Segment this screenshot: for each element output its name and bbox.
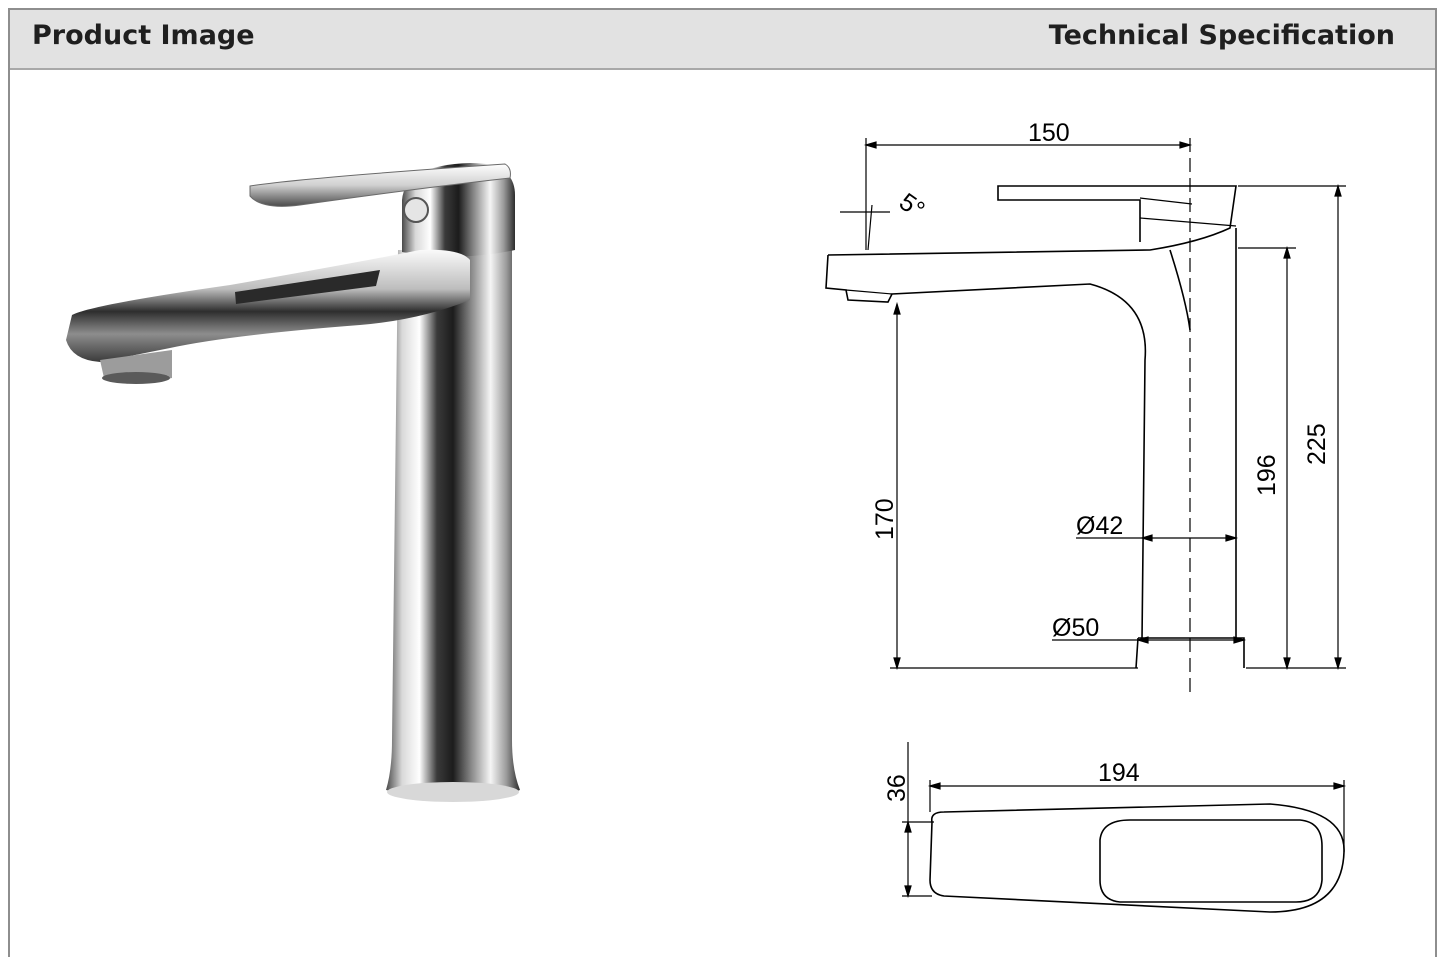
dim-spout-reach: 150 bbox=[1028, 119, 1070, 147]
faucet-lever bbox=[249, 163, 511, 207]
dim-body-diameter: Ø42 bbox=[1076, 512, 1123, 540]
dim-spout-height: 196 bbox=[1253, 454, 1281, 496]
technical-specification-heading: Technical Specification bbox=[1048, 20, 1395, 51]
faucet-pivot bbox=[403, 197, 429, 223]
product-image-heading: Product Image bbox=[32, 20, 255, 51]
faucet-base bbox=[387, 782, 519, 802]
section-header: Product Image Technical Specification bbox=[10, 10, 1435, 70]
drawing-top-view bbox=[929, 803, 1345, 913]
faucet-body bbox=[386, 250, 520, 799]
dim-total-height: 225 bbox=[1303, 423, 1331, 465]
page-frame bbox=[8, 8, 1437, 957]
dim-outlet-height: 170 bbox=[871, 498, 899, 540]
dim-base-diameter: Ø50 bbox=[1052, 614, 1099, 642]
technical-drawing bbox=[825, 138, 1347, 913]
dim-top-width: 36 bbox=[883, 774, 911, 802]
drawing-faucet-outline bbox=[825, 185, 1237, 641]
dim-top-length: 194 bbox=[1098, 759, 1140, 787]
dim-angle: 5° bbox=[894, 188, 930, 225]
faucet-photo bbox=[66, 163, 520, 802]
